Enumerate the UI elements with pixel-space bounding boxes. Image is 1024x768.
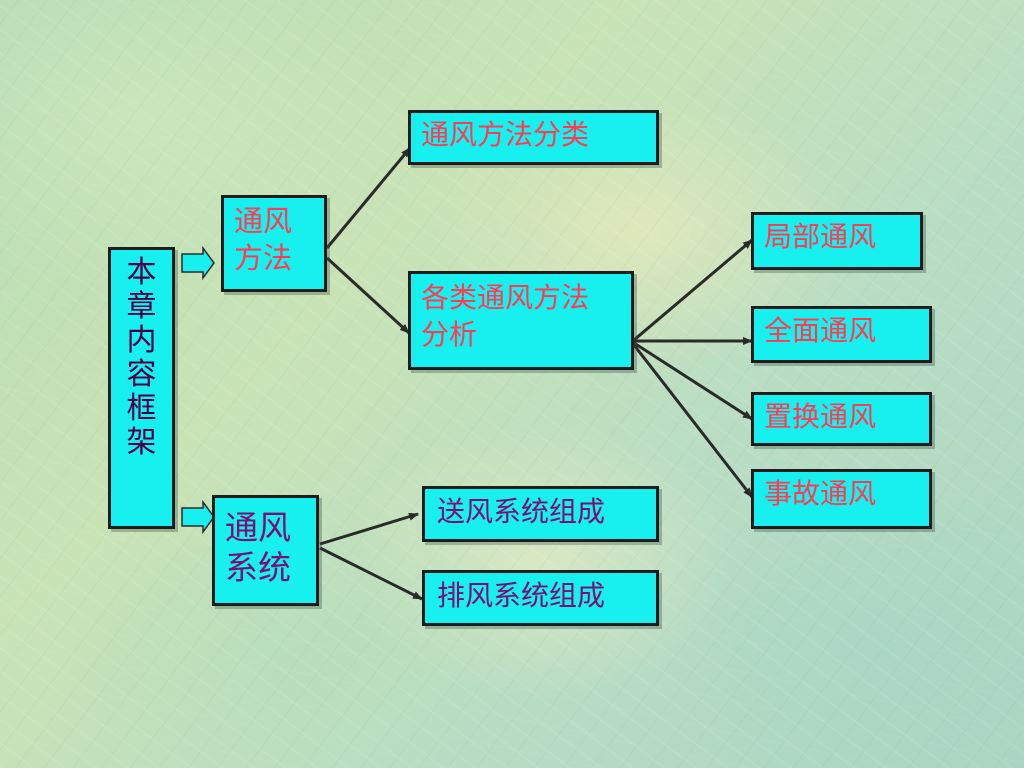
node-method-analysis: 各类通风方法分析 [408, 271, 634, 370]
pointer-arrow-icon-top [181, 245, 215, 281]
node-ventilation-methods: 通风方法 [221, 195, 327, 292]
connector-analysis-to-accident [632, 344, 754, 498]
node-local-ventilation-label: 局部通风 [764, 220, 877, 253]
node-displacement-ventilation-label: 置换通风 [764, 400, 877, 433]
root-node-box: 本章内容框架 [108, 247, 175, 529]
node-emergency-ventilation: 事故通风 [751, 469, 932, 529]
connector-method-to-classify [325, 147, 412, 249]
node-method-classification: 通风方法分类 [408, 110, 659, 165]
pointer-arrow-icon-bottom [181, 499, 215, 535]
root-node-label: 本章内容框架 [126, 255, 157, 460]
node-general-ventilation-label: 全面通风 [764, 314, 877, 347]
node-ventilation-methods-label: 通风方法 [234, 204, 293, 275]
connector-system-to-exhaust [319, 546, 423, 601]
node-ventilation-system: 通风系统 [212, 495, 319, 606]
node-general-ventilation: 全面通风 [751, 306, 932, 363]
node-exhaust-system-label: 排风系统组成 [437, 579, 606, 612]
connector-method-to-analysis [325, 256, 411, 335]
node-method-analysis-label: 各类通风方法分析 [421, 281, 590, 351]
node-displacement-ventilation: 置换通风 [751, 392, 932, 446]
connector-analysis-to-replace [633, 341, 753, 421]
node-ventilation-system-label: 通风系统 [225, 508, 291, 587]
node-local-ventilation: 局部通风 [751, 212, 923, 270]
connector-analysis-to-local [633, 238, 753, 342]
node-exhaust-system: 排风系统组成 [422, 570, 659, 626]
node-method-classification-label: 通风方法分类 [421, 118, 590, 151]
node-emergency-ventilation-label: 事故通风 [764, 477, 877, 510]
connector-system-to-supply [319, 512, 419, 546]
node-supply-system-label: 送风系统组成 [437, 495, 606, 528]
node-supply-system: 送风系统组成 [422, 486, 659, 542]
